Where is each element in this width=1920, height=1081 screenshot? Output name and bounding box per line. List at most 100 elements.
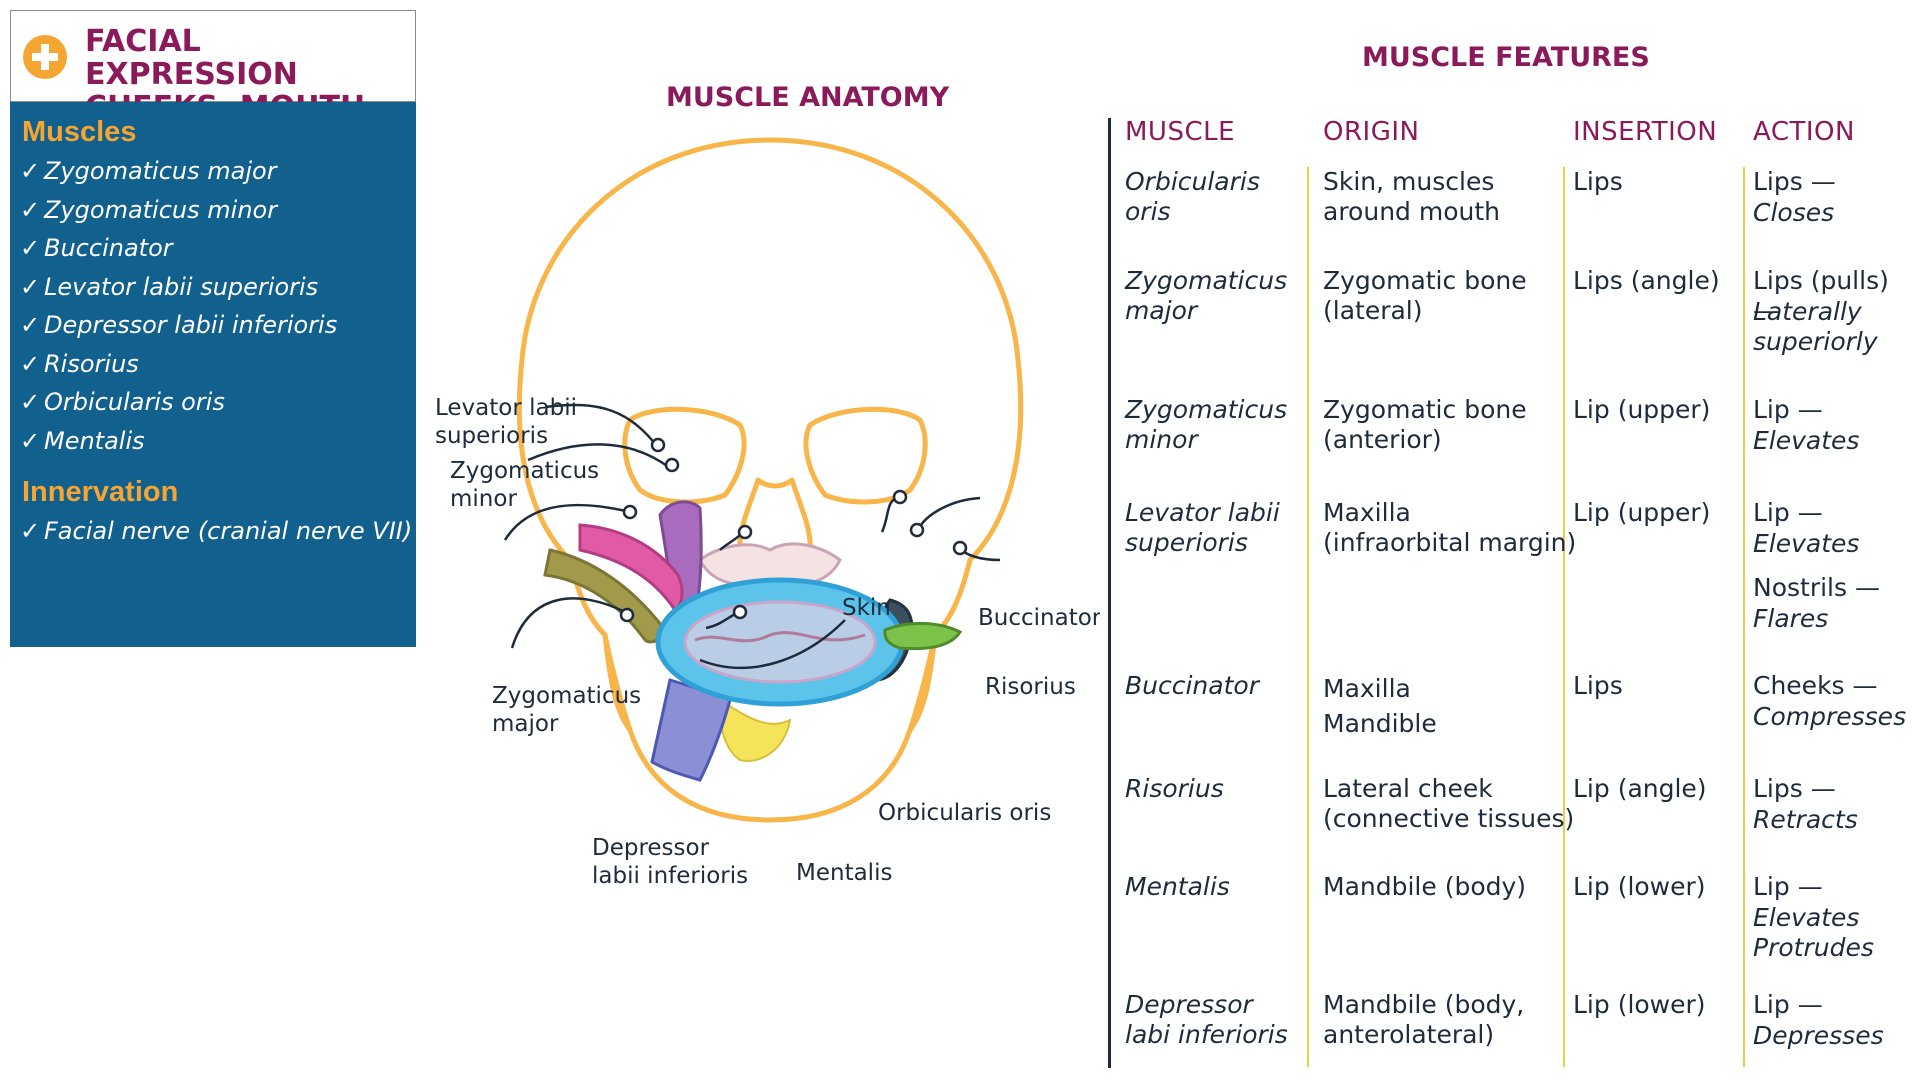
nerve-name: Facial nerve (cranial nerve VII): [44, 517, 413, 545]
muscle-name: Zygomaticus major: [44, 157, 277, 185]
muscle-name: Depressor labii inferioris: [44, 311, 338, 339]
column-header-action: ACTION: [1753, 117, 1855, 147]
muscles: [543, 500, 963, 782]
muscles-heading: Muscles: [22, 116, 137, 148]
table-cell-action: Elevates: [1753, 426, 1860, 455]
table-cell-insertion: Lip (upper): [1573, 498, 1711, 527]
label-zygomaticus-minor-2: minor: [450, 486, 517, 512]
table-cell-insertion: Lip (lower): [1573, 872, 1706, 901]
table-cell-muscle: Buccinator: [1125, 671, 1259, 700]
table-cell-origin: Mandbile (body): [1323, 872, 1527, 901]
muscle-name: Buccinator: [44, 234, 173, 262]
table-cell-insertion: Lip (upper): [1573, 395, 1711, 424]
table-cell-action-target: Lips (pulls) —: [1753, 266, 1889, 325]
check-icon: ✓: [20, 157, 41, 185]
table-cell-action-target: Lips —: [1753, 167, 1836, 196]
table-cell-action-target: Lip —: [1753, 990, 1823, 1019]
check-icon: ✓: [20, 234, 41, 262]
table-cell-action: Compresses: [1753, 702, 1907, 731]
column-header-muscle: MUSCLE: [1125, 117, 1236, 147]
table-left-rule: [1108, 118, 1111, 1068]
table-cell-action-target: Lip —: [1753, 395, 1823, 424]
table-cell-origin: Skin, muscles around mouth: [1323, 167, 1500, 226]
muscles-list: ✓Zygomaticus major ✓Zygomaticus minor ✓B…: [20, 152, 337, 460]
check-icon: ✓: [20, 311, 41, 339]
table-cell-action-target: Cheeks —: [1753, 671, 1878, 700]
features-heading: MUSCLE FEATURES: [1362, 42, 1650, 73]
column-divider: [1563, 167, 1565, 1067]
label-zygomaticus-minor-1: Zygomaticus: [450, 458, 599, 484]
table-cell-action-target: Lip —: [1753, 498, 1823, 527]
label-skin: Skin: [842, 595, 891, 621]
table-cell-insertion: Lips (angle): [1573, 266, 1720, 295]
list-item: ✓Facial nerve (cranial nerve VII): [20, 512, 412, 551]
anatomy-heading: MUSCLE ANATOMY: [666, 82, 950, 113]
summary-panel: Muscles ✓Zygomaticus major ✓Zygomaticus …: [10, 102, 416, 647]
table-cell-action: Closes: [1753, 198, 1835, 227]
label-zygomaticus-major-1: Zygomaticus: [492, 683, 641, 709]
label-orbicularis-oris: Orbicularis oris: [878, 800, 1051, 826]
table-cell-muscle: Risorius: [1125, 774, 1224, 803]
muscle-name: Mentalis: [44, 426, 145, 455]
table-cell-muscle: Mentalis: [1125, 872, 1230, 901]
table-cell-origin: Maxilla (infraorbital margin): [1323, 498, 1577, 557]
table-cell-origin: Lateral cheek (connective tissues): [1323, 774, 1575, 833]
table-cell-insertion: Lips: [1573, 167, 1623, 196]
label-depressor-2: labii inferioris: [592, 863, 748, 889]
check-icon: ✓: [20, 388, 41, 416]
label-depressor-1: Depressor: [592, 835, 710, 861]
table-cell-muscle: Zygomaticus minor: [1125, 395, 1288, 454]
table-cell-muscle: Depressor labi inferioris: [1125, 990, 1288, 1049]
muscle-name: Orbicularis oris: [44, 388, 225, 416]
table-cell-muscle: Levator labii superioris: [1125, 498, 1280, 557]
check-icon: ✓: [20, 349, 41, 378]
risorius-muscle: [883, 621, 963, 651]
column-divider: [1307, 167, 1309, 1067]
table-cell-action: Depresses: [1753, 1021, 1884, 1050]
check-icon: ✓: [20, 517, 41, 545]
orbicularis-oris-inner: [683, 600, 877, 684]
label-mentalis: Mentalis: [796, 860, 892, 886]
list-item: ✓Mentalis: [20, 422, 337, 461]
check-icon: ✓: [20, 272, 41, 301]
list-item: ✓Risorius: [20, 345, 337, 384]
leader-dots: [619, 437, 968, 623]
muscle-name: Zygomaticus minor: [44, 195, 278, 224]
table-cell-action-target: Lips —: [1753, 774, 1836, 803]
title-line-1: FACIAL EXPRESSION: [85, 24, 298, 92]
list-item: ✓Zygomaticus major: [20, 152, 337, 191]
table-cell-action-target-2: Nostrils —: [1753, 573, 1880, 602]
muscle-name: Levator labii superioris: [44, 272, 319, 301]
table-cell-muscle: Zygomaticus major: [1125, 266, 1288, 325]
table-cell-action: Elevates Protrudes: [1753, 903, 1874, 962]
check-icon: ✓: [20, 195, 41, 224]
table-cell-action-2: Flares: [1753, 604, 1829, 633]
list-item: ✓Zygomaticus minor: [20, 191, 337, 230]
table-cell-insertion: Lip (angle): [1573, 774, 1707, 803]
table-cell-origin: Zygomatic bone (anterior): [1323, 395, 1527, 454]
plus-circle-icon: [23, 35, 67, 79]
column-header-origin: ORIGIN: [1323, 117, 1420, 147]
list-item: ✓Levator labii superioris: [20, 268, 337, 307]
table-cell-origin: Mandbile (body, anterolateral): [1323, 990, 1525, 1049]
mentalis-muscle: [718, 698, 792, 762]
table-cell-insertion: Lip (lower): [1573, 990, 1706, 1019]
list-item: ✓Buccinator: [20, 229, 337, 268]
mouth-line: [694, 631, 866, 643]
list-item: ✓Depressor labii inferioris: [20, 306, 337, 345]
table-cell-action-target: Lip —: [1753, 872, 1823, 901]
list-item: ✓Orbicularis oris: [20, 383, 337, 422]
muscle-name: Risorius: [44, 349, 139, 378]
label-levator-labii-1: Levator labii: [435, 395, 577, 421]
label-levator-labii-2: superioris: [435, 423, 548, 449]
label-risorius: Risorius: [985, 674, 1076, 700]
innervation-heading: Innervation: [22, 476, 179, 508]
table-cell-action: Laterally superiorly: [1753, 297, 1878, 356]
table-cell-origin: Zygomatic bone (lateral): [1323, 266, 1527, 325]
table-cell-origin: Maxilla Mandible: [1323, 674, 1437, 738]
table-cell-action: Elevates: [1753, 529, 1860, 558]
table-cell-insertion: Lips: [1573, 671, 1623, 700]
muscle-anatomy-diagram: Levator labii superioris Zygomaticus min…: [435, 137, 1100, 889]
table-cell-muscle: Orbicularis oris: [1125, 167, 1260, 226]
label-buccinator: Buccinator: [978, 605, 1100, 631]
